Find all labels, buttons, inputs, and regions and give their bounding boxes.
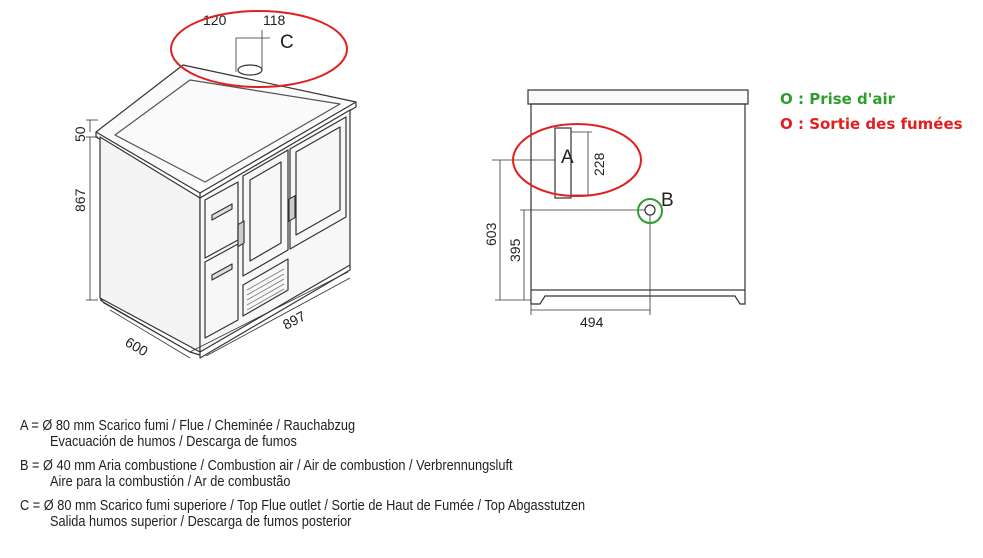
label-a: A <box>561 147 574 168</box>
desc-b-line2: Aire para la combustión / Ar de combustã… <box>50 474 291 490</box>
front-dimension-lines <box>86 119 351 359</box>
dim-c-x-label: 120 <box>203 12 227 28</box>
label-b: B <box>661 190 674 211</box>
stove-rear-view <box>527 89 749 305</box>
dim-a-y-label: 603 <box>483 222 499 246</box>
dim-b-x-label: 494 <box>580 314 604 330</box>
dim-top-label: 50 <box>72 126 88 142</box>
dim-depth-label: 600 <box>123 334 151 360</box>
desc-b-line1: B = Ø 40 mm Aria combustione / Combustio… <box>20 458 513 474</box>
dim-c-y-label: 118 <box>263 12 286 28</box>
dim-a-height-label: 228 <box>591 152 607 176</box>
legend-intake: O : Prise d'air <box>780 90 896 108</box>
dim-height-label: 867 <box>72 188 88 212</box>
desc-c-line1: C = Ø 80 mm Scarico fumi superiore / Top… <box>20 498 586 514</box>
stove-front-view <box>95 30 357 359</box>
desc-a-line2: Evacuación de humos / Descarga de fumos <box>50 434 297 450</box>
dim-width-label: 897 <box>280 307 308 332</box>
label-c: C <box>280 32 294 53</box>
intake-highlight-b <box>637 198 663 224</box>
desc-a-line1: A = Ø 80 mm Scarico fumi / Flue / Chemin… <box>20 418 356 434</box>
exhaust-highlight-c <box>170 10 348 88</box>
legend-exhaust: O : Sortie des fumées <box>780 115 963 133</box>
dim-b-y-label: 395 <box>507 238 523 262</box>
exhaust-highlight-a <box>512 123 642 197</box>
desc-c-line2: Salida humos superior / Descarga de fumo… <box>50 514 352 530</box>
